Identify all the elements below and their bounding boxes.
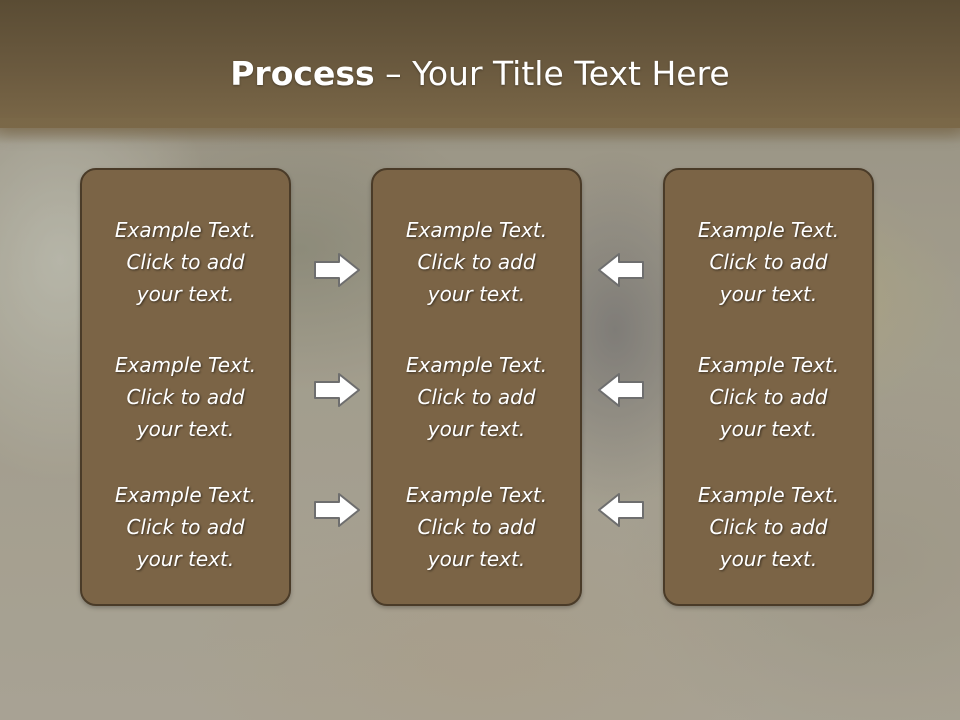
text-block[interactable]: Example Text. Click to add your text. (373, 479, 580, 575)
text-line: your text. (719, 282, 818, 306)
text-line: Example Text. (405, 218, 548, 242)
text-line: Example Text. (697, 218, 840, 242)
title-bar-fade (0, 118, 960, 144)
text-line: Click to add (126, 515, 245, 539)
left-arrow-icon[interactable] (597, 491, 645, 529)
text-line: Example Text. (114, 483, 257, 507)
text-line: your text. (719, 547, 818, 571)
text-block[interactable]: Example Text. Click to add your text. (665, 479, 872, 575)
text-block[interactable]: Example Text. Click to add your text. (82, 479, 289, 575)
text-line: Example Text. (114, 353, 257, 377)
text-line: Click to add (709, 385, 828, 409)
right-arrow-icon[interactable] (313, 251, 361, 289)
panel-right[interactable]: Example Text. Click to add your text. Ex… (663, 168, 874, 606)
text-line: your text. (427, 547, 526, 571)
title-bold: Process (230, 54, 375, 93)
text-line: Click to add (126, 250, 245, 274)
text-line: Click to add (417, 515, 536, 539)
text-line: Click to add (709, 250, 828, 274)
text-line: your text. (136, 417, 235, 441)
text-line: Example Text. (114, 218, 257, 242)
text-line: Example Text. (405, 353, 548, 377)
right-arrow-icon[interactable] (313, 491, 361, 529)
left-arrow-icon[interactable] (597, 251, 645, 289)
right-arrow-icon[interactable] (313, 371, 361, 409)
text-line: your text. (719, 417, 818, 441)
text-line: Click to add (126, 385, 245, 409)
left-arrow-icon[interactable] (597, 371, 645, 409)
text-block[interactable]: Example Text. Click to add your text. (373, 349, 580, 445)
text-line: Example Text. (405, 483, 548, 507)
text-block[interactable]: Example Text. Click to add your text. (82, 214, 289, 310)
text-line: your text. (427, 282, 526, 306)
text-line: your text. (427, 417, 526, 441)
text-line: Click to add (417, 385, 536, 409)
slide-title[interactable]: Process – Your Title Text Here (0, 52, 960, 96)
title-bar (0, 0, 960, 128)
text-line: Click to add (417, 250, 536, 274)
title-rest: – Your Title Text Here (374, 54, 730, 93)
text-line: Example Text. (697, 353, 840, 377)
text-block[interactable]: Example Text. Click to add your text. (665, 349, 872, 445)
text-line: your text. (136, 547, 235, 571)
text-block[interactable]: Example Text. Click to add your text. (82, 349, 289, 445)
panel-middle[interactable]: Example Text. Click to add your text. Ex… (371, 168, 582, 606)
text-line: Example Text. (697, 483, 840, 507)
text-block[interactable]: Example Text. Click to add your text. (665, 214, 872, 310)
text-block[interactable]: Example Text. Click to add your text. (373, 214, 580, 310)
panel-left[interactable]: Example Text. Click to add your text. Ex… (80, 168, 291, 606)
text-line: Click to add (709, 515, 828, 539)
text-line: your text. (136, 282, 235, 306)
